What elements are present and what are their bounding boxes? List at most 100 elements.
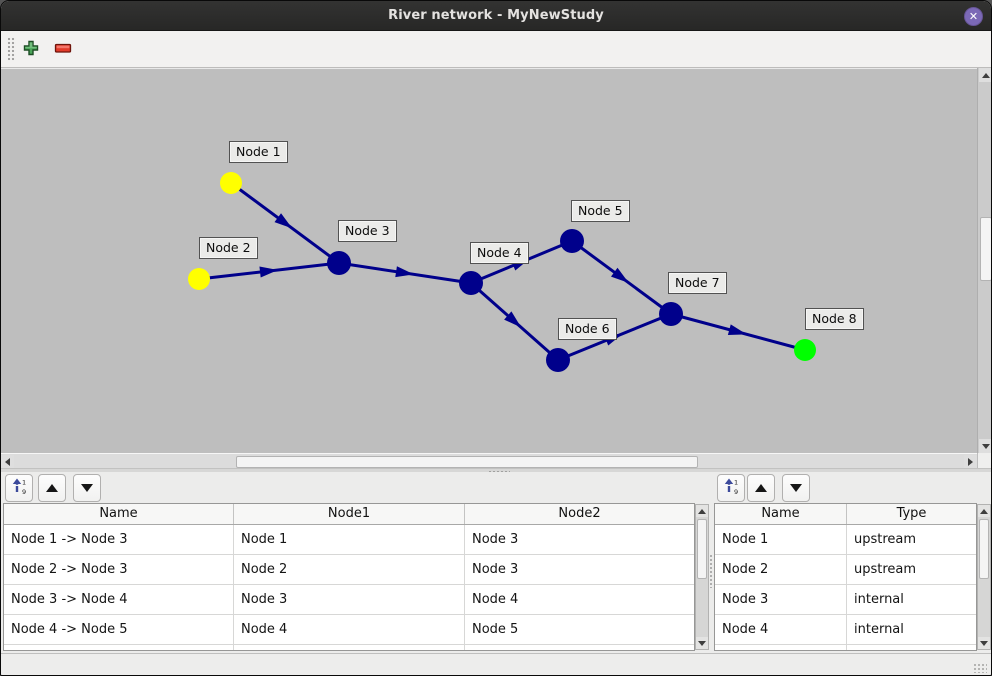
- remove-node-button[interactable]: [50, 36, 76, 62]
- table-cell[interactable]: Node 4: [234, 615, 465, 644]
- reaches-table-scrollbar[interactable]: [695, 504, 709, 650]
- vertical-scroll-thumb[interactable]: [980, 217, 991, 281]
- table-cell[interactable]: Node 3 -> Node 4: [4, 585, 234, 614]
- table-cell[interactable]: internal: [854, 622, 904, 637]
- table-cell[interactable]: Node 2 -> Node 3: [4, 555, 234, 584]
- reaches-sort-button[interactable]: 1 9: [5, 474, 33, 502]
- nodes-table-scrollbar[interactable]: [977, 504, 991, 650]
- nodes-move-down-button[interactable]: [782, 474, 810, 502]
- table-cell[interactable]: Node 4 -> Node 5: [4, 615, 234, 644]
- column-header[interactable]: Node2: [558, 506, 601, 521]
- table-row[interactable]: Node 2 upstream: [715, 555, 976, 585]
- edge-arrow-icon: [395, 266, 414, 278]
- node-label[interactable]: Node 5: [571, 200, 630, 222]
- scroll-thumb[interactable]: [697, 519, 707, 579]
- scroll-up-button[interactable]: [978, 505, 990, 517]
- nodes-sort-button[interactable]: 1 9: [717, 474, 745, 502]
- table-cell[interactable]: Node 1: [715, 525, 847, 554]
- vertical-pane-splitter[interactable]: [709, 554, 713, 588]
- table-row-partial[interactable]: [715, 645, 976, 650]
- close-button[interactable]: ✕: [964, 6, 983, 26]
- reaches-move-up-button[interactable]: [38, 474, 66, 502]
- column-header[interactable]: Name: [4, 504, 234, 524]
- scroll-left-button[interactable]: [1, 455, 14, 468]
- scroll-right-button[interactable]: [964, 455, 977, 468]
- canvas-horizontal-scrollbar[interactable]: [1, 453, 977, 468]
- node-label[interactable]: Node 4: [470, 242, 529, 264]
- add-node-button[interactable]: [18, 36, 44, 62]
- node-circle[interactable]: [459, 271, 483, 295]
- node-circle[interactable]: [659, 302, 683, 326]
- column-header[interactable]: Node1: [234, 504, 465, 524]
- node-circle[interactable]: [560, 229, 584, 253]
- title-bar[interactable]: River network - MyNewStudy ✕: [1, 1, 991, 31]
- arrow-right-icon: [968, 457, 973, 466]
- table-cell[interactable]: Node 4: [715, 615, 847, 644]
- node-label[interactable]: Node 3: [338, 220, 397, 242]
- sort-1-9-icon: 1 9: [723, 478, 740, 498]
- node-circle[interactable]: [794, 339, 816, 361]
- node-circle[interactable]: [546, 348, 570, 372]
- table-cell[interactable]: Node 3: [472, 532, 519, 547]
- node-circle[interactable]: [220, 172, 242, 194]
- edge-arrow-icon: [610, 267, 629, 283]
- scroll-down-button[interactable]: [696, 637, 708, 649]
- node-label[interactable]: Node 7: [668, 272, 727, 294]
- table-row[interactable]: Node 3 internal: [715, 585, 976, 615]
- column-header[interactable]: Type: [896, 506, 927, 521]
- table-cell[interactable]: Node 3: [715, 585, 847, 614]
- svg-text:1: 1: [22, 479, 26, 487]
- scroll-thumb[interactable]: [979, 519, 989, 579]
- scroll-up-button[interactable]: [979, 68, 991, 82]
- horizontal-scroll-thumb[interactable]: [236, 455, 698, 468]
- river-network-canvas[interactable]: Node 1 Node 2 Node 3 Node 4 Node 5 Node 6 Node…: [1, 68, 977, 453]
- reaches-move-down-button[interactable]: [73, 474, 101, 502]
- table-cell[interactable]: upstream: [854, 532, 917, 547]
- scroll-up-button[interactable]: [696, 505, 708, 517]
- triangle-up-icon: [46, 484, 58, 492]
- table-row[interactable]: Node 1 upstream: [715, 525, 976, 555]
- scroll-down-button[interactable]: [979, 439, 991, 453]
- minus-icon: [54, 43, 72, 60]
- node-circle[interactable]: [188, 268, 210, 290]
- table-cell[interactable]: Node 4: [472, 592, 519, 607]
- table-row[interactable]: Node 4 internal: [715, 615, 976, 645]
- table-cell[interactable]: upstream: [854, 562, 917, 577]
- node-circle[interactable]: [327, 251, 351, 275]
- canvas-vertical-scrollbar[interactable]: [977, 68, 991, 453]
- window-title: River network - MyNewStudy: [388, 8, 604, 23]
- table-cell[interactable]: Node 3: [234, 585, 465, 614]
- table-cell[interactable]: Node 1 -> Node 3: [4, 525, 234, 554]
- node-label[interactable]: Node 1: [229, 141, 288, 163]
- svg-text:1: 1: [734, 479, 738, 487]
- node-label[interactable]: Node 8: [805, 308, 864, 330]
- column-header[interactable]: Name: [715, 504, 847, 524]
- table-cell[interactable]: Node 1: [234, 525, 465, 554]
- toolbar-drag-handle[interactable]: [7, 37, 16, 61]
- nodes-move-up-button[interactable]: [747, 474, 775, 502]
- node-label[interactable]: Node 6: [558, 318, 617, 340]
- arrow-up-icon: [980, 508, 988, 514]
- table-cell[interactable]: Node 5: [472, 622, 519, 637]
- node-label[interactable]: Node 2: [199, 237, 258, 259]
- table-cell[interactable]: internal: [854, 592, 904, 607]
- table-row-partial[interactable]: [4, 645, 694, 650]
- scroll-down-button[interactable]: [978, 637, 990, 649]
- table-cell[interactable]: Node 3: [472, 562, 519, 577]
- horizontal-splitter[interactable]: [1, 468, 991, 473]
- status-bar: [1, 653, 991, 675]
- arrow-down-icon: [980, 640, 988, 646]
- table-cell[interactable]: Node 2: [234, 555, 465, 584]
- table-cell[interactable]: Node 2: [715, 555, 847, 584]
- window-resize-grip[interactable]: [973, 663, 987, 673]
- svg-text:9: 9: [22, 488, 26, 495]
- table-cell: [715, 645, 847, 650]
